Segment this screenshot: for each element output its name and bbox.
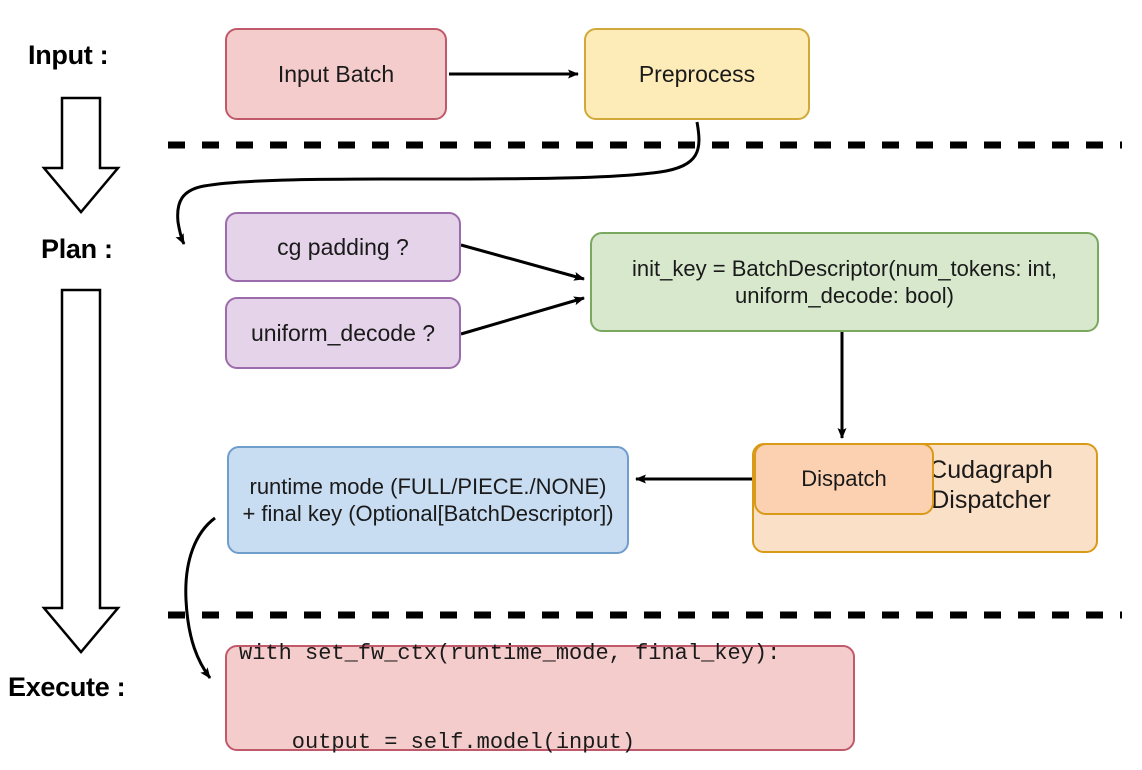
stage-label-execute: Execute : — [8, 672, 126, 702]
node-init-key-label-line1: init_key = BatchDescriptor(num_tokens: i… — [632, 255, 1057, 281]
node-runtime-mode-label-line1: runtime mode (FULL/PIECE./NONE) — [249, 473, 607, 499]
node-preprocess-label: Preprocess — [638, 60, 756, 87]
node-preprocess[interactable]: Preprocess — [584, 28, 810, 120]
edge-cg-padding-to-init-key — [460, 243, 585, 281]
node-init-key-label-line2: uniform_decode: bool) — [735, 283, 954, 308]
node-uniform-decode[interactable]: uniform_decode ? — [225, 297, 461, 369]
node-uniform-decode-label: uniform_decode ? — [250, 319, 436, 346]
node-input-batch[interactable]: Input Batch — [225, 28, 447, 120]
node-cudagraph-dispatcher-label-line1: Cudagraph — [929, 456, 1053, 484]
node-dispatch[interactable]: Dispatch — [754, 443, 934, 515]
node-cg-padding[interactable]: cg padding ? — [225, 212, 461, 282]
node-cg-padding-label: cg padding ? — [277, 233, 409, 260]
node-cudagraph-dispatcher-label-line2: Dispatcher — [931, 486, 1051, 514]
node-code-line1: with set_fw_ctx(runtime_mode, final_key)… — [239, 640, 781, 666]
node-code-line2: output = self.model(input) — [239, 729, 636, 755]
stage-label-input: Input : — [28, 40, 109, 70]
node-dispatch-label: Dispatch — [801, 466, 887, 492]
node-code-block[interactable]: with set_fw_ctx(runtime_mode, final_key)… — [225, 641, 855, 755]
edge-runtime-mode-to-code — [184, 516, 216, 679]
stage-label-plan: Plan : — [41, 234, 113, 264]
input-to-plan-arrow — [41, 96, 121, 214]
edge-uniform-decode-to-init-key — [460, 296, 585, 336]
node-init-key[interactable]: init_key = BatchDescriptor(num_tokens: i… — [590, 232, 1099, 332]
node-runtime-mode-label-line2: + final key (Optional[BatchDescriptor]) — [242, 501, 614, 526]
node-runtime-mode[interactable]: runtime mode (FULL/PIECE./NONE) + final … — [227, 446, 629, 554]
node-input-batch-label: Input Batch — [277, 60, 395, 87]
plan-to-execute-arrow — [41, 288, 121, 654]
